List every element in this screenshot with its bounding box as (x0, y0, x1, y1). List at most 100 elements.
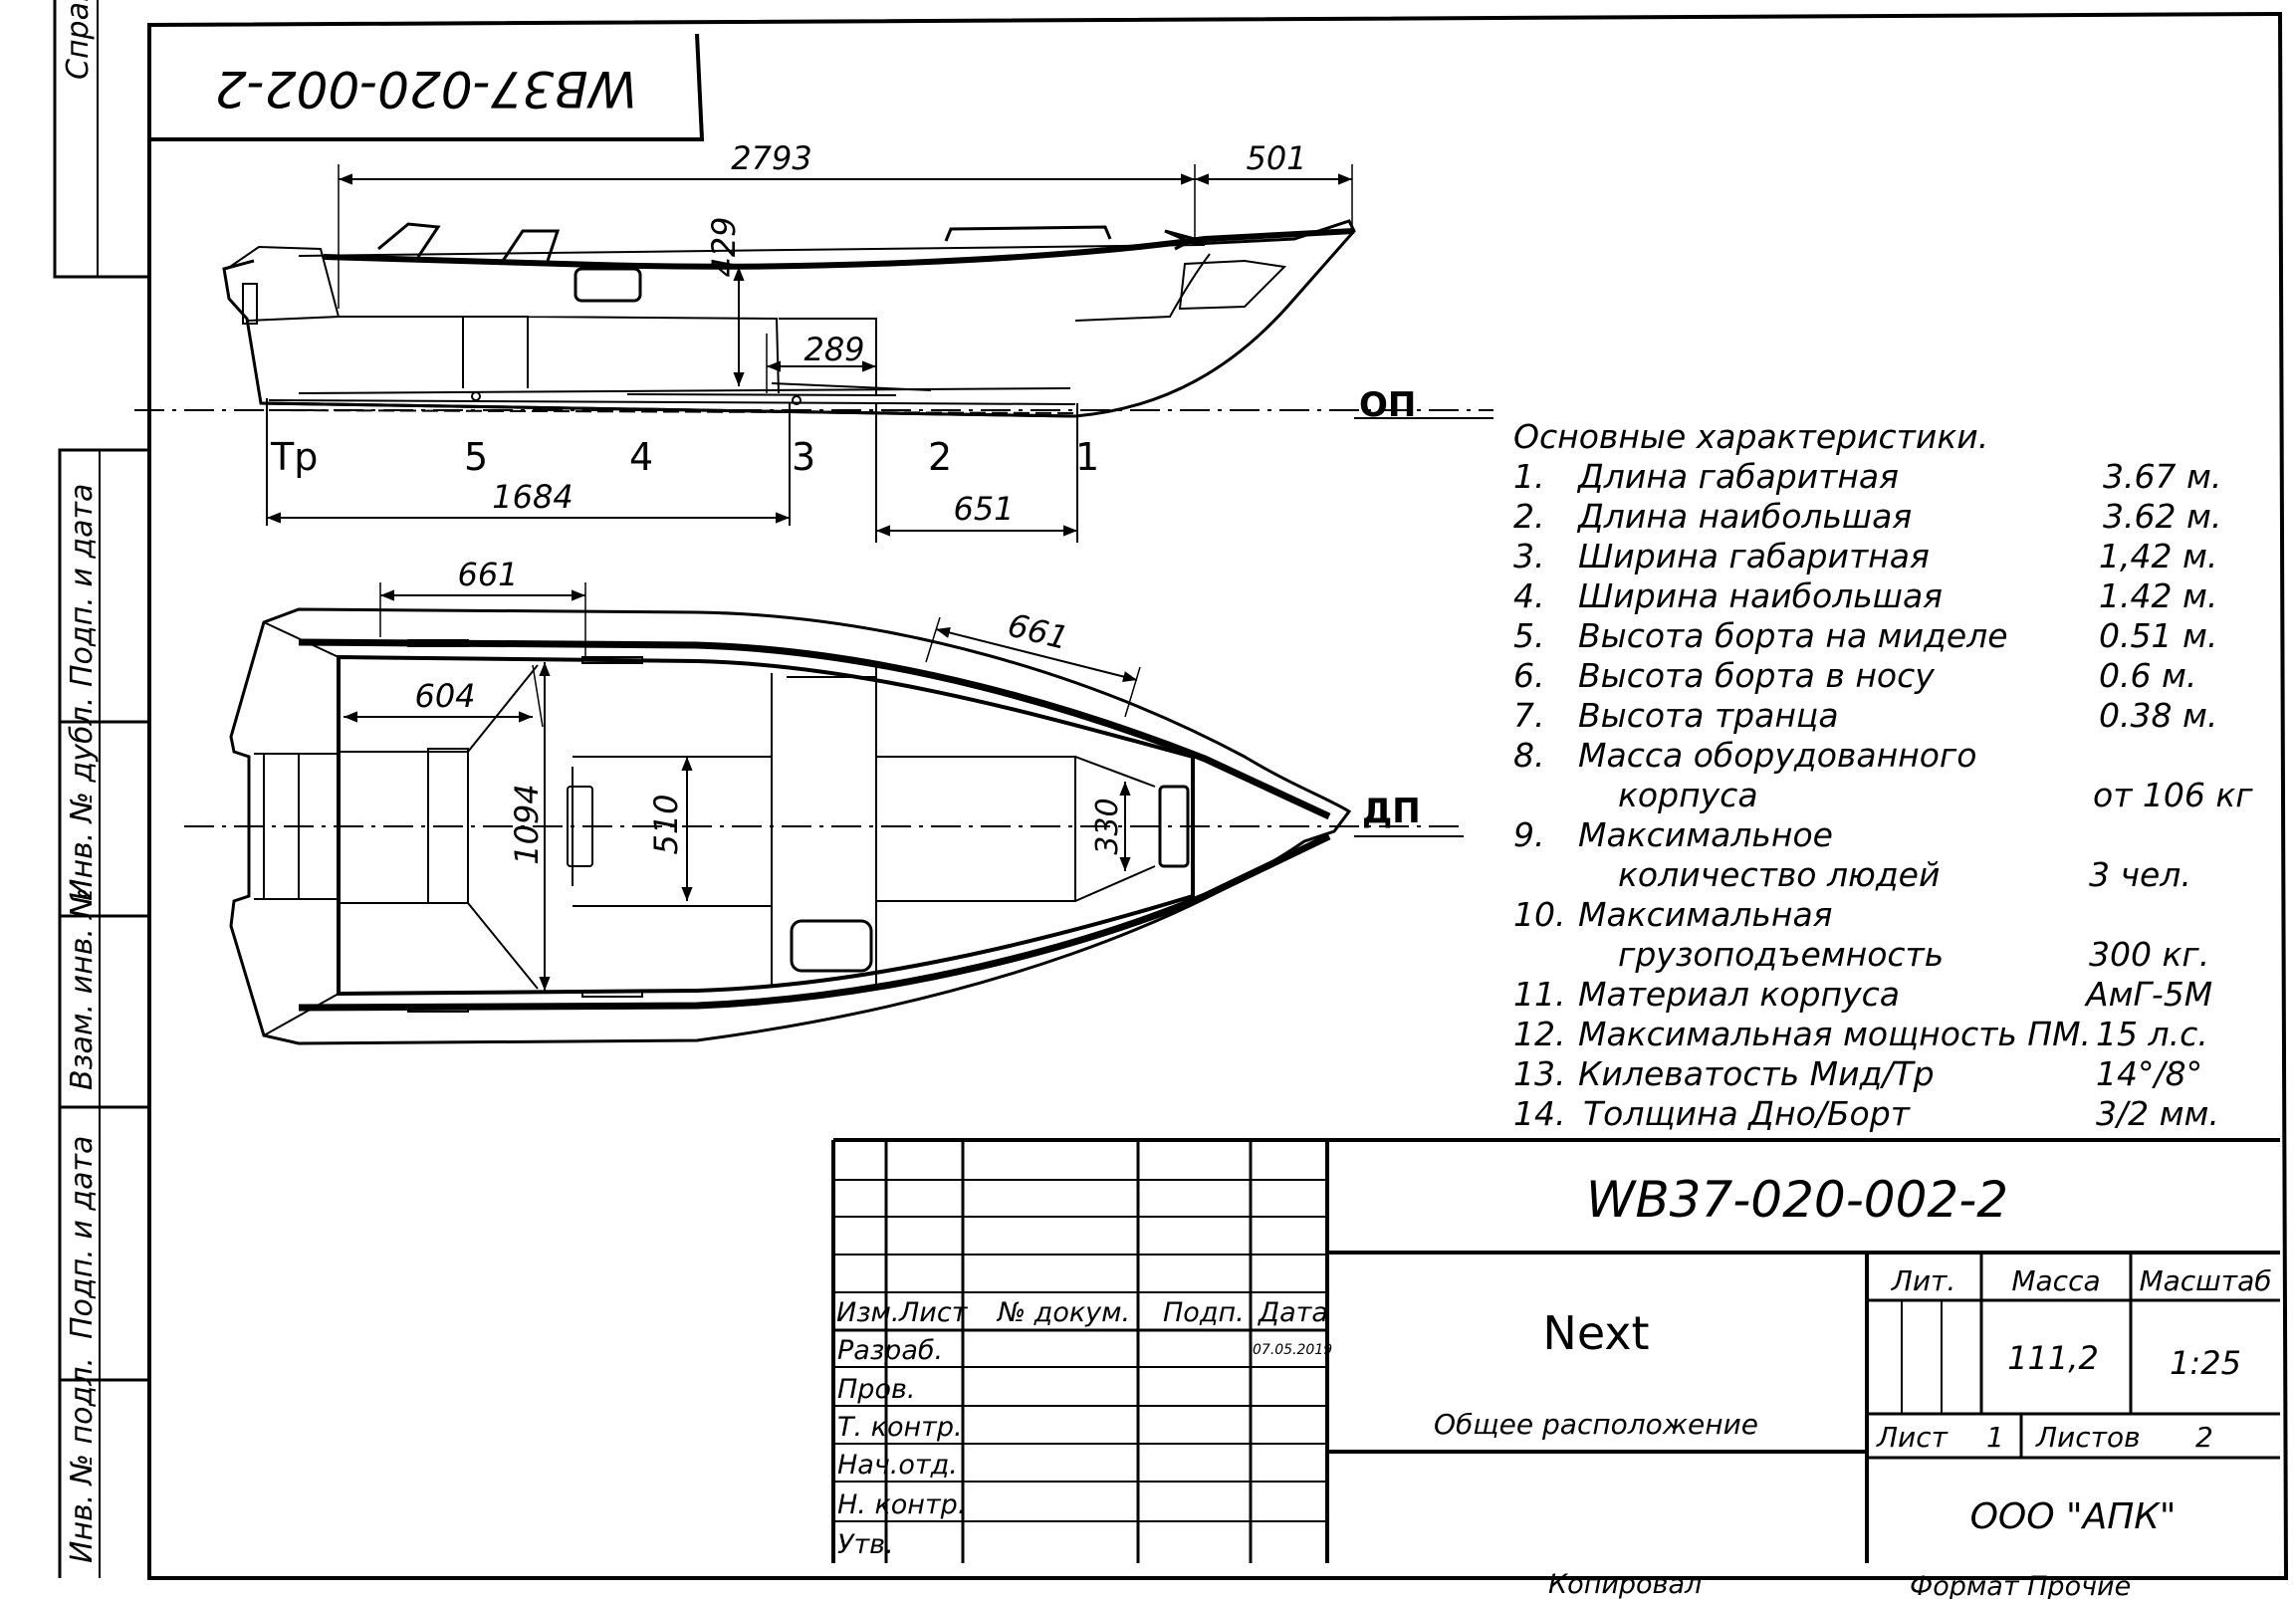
waterline-label: ОП (1359, 385, 1416, 425)
spec-9-label2: количество людей (1618, 855, 1940, 894)
spec-7-value: 0.38 м. (2099, 696, 2217, 735)
dim-330: 330 (1090, 798, 1125, 854)
hdr-data: Дата (1258, 1297, 1328, 1328)
station-5: 5 (464, 435, 488, 479)
spec-8-label: Масса оборудованного (1578, 736, 1976, 775)
spec-9-num: 9. (1513, 815, 1545, 854)
dim-2793: 2793 (731, 139, 811, 177)
spec-11-label: Материал корпуса (1578, 975, 1900, 1014)
mirrored-code: WB37-020-002-2 (215, 60, 637, 117)
spec-13-num: 13. (1513, 1054, 1565, 1093)
inv-podl-label: Инв. № подл. (65, 1357, 100, 1563)
footer-format: Формат Прочие (1910, 1571, 2131, 1599)
tb-product: Next (1542, 1306, 1649, 1360)
spec-9-value: 3 чел. (2089, 855, 2191, 894)
dim-604: 604 (414, 677, 475, 715)
row-prov: Пров. (837, 1374, 915, 1405)
tb-company: ООО "АПК" (1970, 1496, 2177, 1537)
spec-7-num: 7. (1513, 696, 1545, 735)
spec-5-label: Высота борта на миделе (1578, 616, 2008, 655)
tb-code: WB37-020-002-2 (1586, 1171, 2008, 1229)
spec-6-num: 6. (1513, 656, 1545, 695)
dim-1094: 1094 (508, 784, 546, 864)
sheet-frame (147, 11, 2289, 1580)
spec-4-num: 4. (1513, 576, 1545, 615)
centerline-label: ДП (1362, 792, 1421, 831)
side-view: ОП Тр 5 4 3 2 1 (134, 139, 1493, 543)
spec-8-value: от 106 кг (2093, 776, 2253, 814)
hdr-list: Лист (898, 1297, 969, 1328)
station-4: 4 (629, 435, 653, 479)
tb-listov-label: Листов (2035, 1421, 2141, 1454)
spec-1-value: 3.67 м. (2103, 457, 2221, 496)
tb-list-label: Лист (1876, 1421, 1949, 1454)
podp-data-label-1: Подп. и дата (65, 484, 100, 687)
plan-view: ДП 661 661 (184, 556, 1464, 1045)
spec-6-label: Высота борта в носу (1578, 656, 1935, 695)
sprav-label: Справ. № (61, 0, 96, 80)
spec-list: Основные характеристики. 1. Длина габари… (1513, 417, 2253, 1133)
spec-13-label: Килеватость Мид/Тр (1578, 1054, 1935, 1093)
inv-dubl-label: Инв. № дубл. (65, 697, 100, 901)
spec-10-value: 300 кг. (2089, 935, 2209, 974)
title-block: Изм. Лист № докум. Подп. Дата Разраб. Пр… (831, 1138, 2280, 1563)
dim-289: 289 (804, 331, 864, 368)
left-strip: Справ. № Подп. и дата Инв. № дубл. Взам.… (53, 0, 149, 1578)
spec-3-value: 1,42 м. (2099, 537, 2217, 575)
spec-14-value: 3/2 мм. (2096, 1094, 2219, 1133)
spec-4-value: 1.42 м. (2099, 576, 2217, 615)
row-t-kontr: Т. контр. (837, 1412, 963, 1443)
tb-list-value: 1 (1986, 1421, 2004, 1454)
tb-scale-value: 1:25 (2170, 1344, 2241, 1382)
hdr-doc-no: № докум. (996, 1297, 1130, 1328)
dim-661-a: 661 (457, 556, 518, 593)
spec-9-label: Максимальное (1578, 815, 1833, 854)
tb-lit: Лит. (1891, 1264, 1955, 1297)
row-razrab: Разраб. (837, 1335, 943, 1366)
spec-title: Основные характеристики. (1513, 417, 1988, 456)
tb-doc-name: Общее расположение (1434, 1408, 1758, 1441)
spec-4-label: Ширина наибольшая (1578, 576, 1943, 615)
dim-651: 651 (953, 490, 1014, 528)
podp-data-label-2: Подп. и дата (65, 1136, 100, 1339)
date-value: 07.05.2019 (1253, 1342, 1332, 1358)
tb-massa-value: 111,2 (2007, 1339, 2099, 1377)
spec-14-num: 14. (1513, 1094, 1565, 1133)
row-nach-otd: Нач.отд. (837, 1450, 958, 1481)
spec-2-value: 3.62 м. (2103, 497, 2221, 536)
mirrored-stamp: WB37-020-002-2 (149, 33, 705, 141)
side-hull-outline (222, 219, 1356, 418)
spec-10-label2: грузоподъемность (1618, 935, 1944, 974)
spec-10-num: 10. (1513, 895, 1565, 934)
station-3: 3 (792, 435, 815, 479)
dim-510: 510 (647, 794, 685, 854)
spec-12-label: Максимальная мощность ПМ. (1578, 1015, 2091, 1053)
tb-listov-value: 2 (2195, 1421, 2213, 1454)
row-n-kontr: Н. контр. (837, 1489, 966, 1520)
spec-13-value: 14°/8° (2096, 1054, 2202, 1093)
tb-masshtab: Масштаб (2139, 1264, 2271, 1297)
spec-10-label: Максимальная (1578, 895, 1833, 934)
spec-5-value: 0.51 м. (2099, 616, 2217, 655)
vzam-inv-label: Взам. инв. № (65, 887, 100, 1090)
spec-1-num: 1. (1513, 457, 1545, 496)
hdr-izm: Изм. (836, 1297, 900, 1328)
station-1: 1 (1075, 435, 1099, 479)
spec-1-label: Длина габаритная (1576, 457, 1899, 496)
dim-429: 429 (705, 216, 743, 277)
spec-3-num: 3. (1513, 537, 1545, 575)
hdr-podp: Подп. (1163, 1297, 1245, 1328)
spec-8-num: 8. (1513, 736, 1545, 775)
row-utv: Утв. (837, 1529, 894, 1560)
spec-5-num: 5. (1513, 616, 1545, 655)
spec-11-num: 11. (1513, 975, 1565, 1014)
dim-1684: 1684 (492, 478, 573, 516)
spec-14-label: Толщина Дно/Борт (1583, 1094, 1912, 1133)
spec-12-num: 12. (1513, 1015, 1565, 1053)
spec-2-label: Длина наибольшая (1576, 497, 1912, 536)
spec-6-value: 0.6 м. (2099, 656, 2196, 695)
spec-7-label: Высота транца (1578, 696, 1839, 735)
spec-8-label2: корпуса (1618, 776, 1758, 814)
tb-massa: Масса (2011, 1264, 2100, 1297)
